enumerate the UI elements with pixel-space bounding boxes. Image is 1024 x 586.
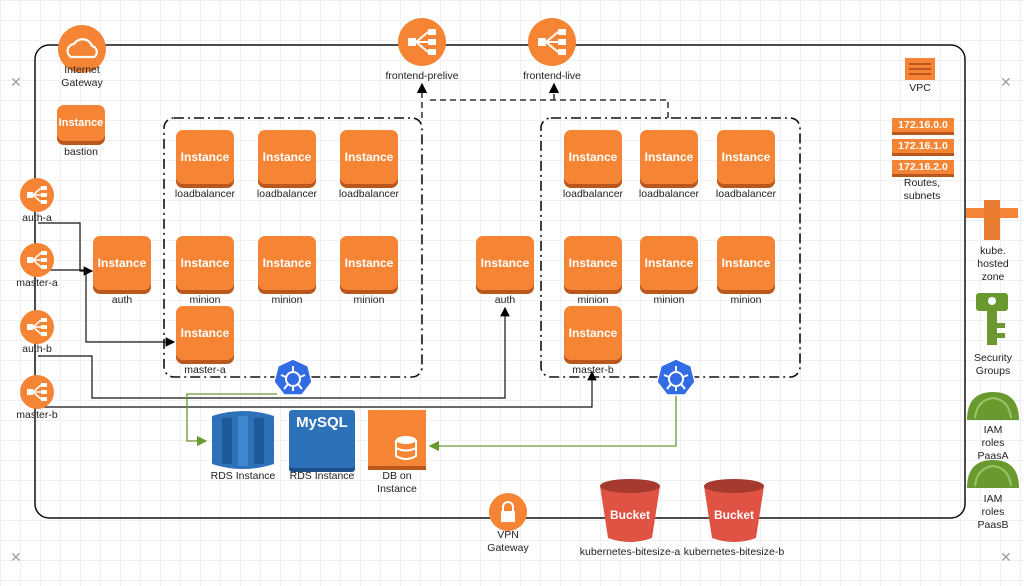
subnet-badge: 172.16.2.0 (892, 160, 954, 174)
cluster-a-loadbalancer-instance[interactable]: Instance (176, 130, 234, 184)
iam-role-helmet-icon (965, 458, 1021, 490)
cluster-b-minion-label: minion (730, 294, 762, 306)
cluster-b-loadbalancer-instance[interactable]: Instance (640, 130, 698, 184)
iam-roles-b-label: IAM roles PaasB (977, 493, 1009, 531)
auth-a-instance-label: auth (111, 294, 133, 306)
bastion-label: bastion (64, 146, 98, 158)
db-on-instance-icon (368, 410, 426, 466)
mysql-text: MySQL (296, 414, 348, 431)
cluster-b-minion-instance[interactable]: Instance (564, 236, 622, 290)
cluster-b-master-label: master-b (572, 364, 614, 376)
close-icon[interactable]: ✕ (1000, 74, 1012, 90)
cluster-a-minion-label: minion (189, 294, 221, 306)
live-link (430, 99, 669, 118)
master-a-elb-icon[interactable] (20, 243, 54, 277)
cluster-a-loadbalancer-instance[interactable]: Instance (258, 130, 316, 184)
bucket-a-label: kubernetes-bitesize-a (579, 546, 681, 558)
kubernetes-icon (273, 358, 313, 398)
master-a-elb-label: master-a (16, 277, 58, 289)
vpn-gateway-label: VPN Gateway (487, 529, 529, 554)
k8s-a-rds-link (186, 393, 277, 447)
cluster-a-minion-label: minion (271, 294, 303, 306)
cluster-a-loadbalancer-label: loadbalancer (338, 188, 400, 200)
cluster-b-loadbalancer-instance[interactable]: Instance (717, 130, 775, 184)
hosted-zone-icon (966, 200, 1018, 240)
close-icon[interactable]: ✕ (10, 549, 22, 565)
cluster-b-master-instance[interactable]: Instance (564, 306, 622, 360)
cluster-a-minion-label: minion (353, 294, 385, 306)
auth-b-elb-label: auth-b (22, 343, 52, 355)
frontend-prelive-label: frontend-prelive (385, 70, 459, 82)
auth-b-link (38, 306, 510, 399)
k8s-b-db-link (428, 394, 677, 452)
master-a-link (38, 269, 176, 347)
mysql-icon: MySQL (289, 410, 355, 468)
cluster-a-loadbalancer-label: loadbalancer (256, 188, 318, 200)
auth-a-label: auth-a (22, 212, 52, 224)
cluster-a-master-instance[interactable]: Instance (176, 306, 234, 360)
auth-b-instance[interactable]: Instance (476, 236, 534, 290)
mysql-rds-label: RDS Instance (289, 470, 355, 482)
rds-instance-label: RDS Instance (210, 470, 276, 482)
cluster-b-minion-label: minion (577, 294, 609, 306)
frontend-live-elb-icon[interactable] (528, 18, 576, 66)
auth-b-elb-icon[interactable] (20, 310, 54, 344)
subnet-badge: 172.16.1.0 (892, 139, 954, 153)
auth-b-instance-label: auth (494, 294, 516, 306)
s3-bucket-icon (702, 478, 766, 544)
cluster-a-minion-instance[interactable]: Instance (258, 236, 316, 290)
vpc-icon (905, 58, 935, 80)
cluster-a-loadbalancer-label: loadbalancer (174, 188, 236, 200)
close-icon[interactable]: ✕ (10, 74, 22, 90)
cluster-b-minion-label: minion (653, 294, 685, 306)
close-icon[interactable]: ✕ (1000, 549, 1012, 565)
frontend-live-label: frontend-live (523, 70, 581, 82)
master-b-elb-icon[interactable] (20, 375, 54, 409)
security-groups-label: Security Groups (974, 352, 1012, 377)
internet-gateway-label: Internet Gateway (61, 64, 103, 89)
cluster-a-loadbalancer-instance[interactable]: Instance (340, 130, 398, 184)
cluster-b-loadbalancer-label: loadbalancer (638, 188, 700, 200)
internet-gateway-icon (58, 25, 106, 73)
cluster-b-minion-instance[interactable]: Instance (717, 236, 775, 290)
routes-subnets-label: Routes, subnets (903, 177, 941, 202)
master-b-link (38, 370, 597, 408)
cluster-b-loadbalancer-label: loadbalancer (715, 188, 777, 200)
cluster-a-master-label: master-a (184, 364, 226, 376)
cluster-b-loadbalancer-label: loadbalancer (562, 188, 624, 200)
iam-role-helmet-icon (965, 390, 1021, 422)
vpn-gateway-lock-icon[interactable] (489, 493, 527, 531)
subnet-badge: 172.16.0.0 (892, 118, 954, 132)
bucket-text: Bucket (713, 508, 755, 522)
bucket-text: Bucket (609, 508, 651, 522)
db-on-instance-label: DB on Instance (377, 470, 417, 495)
vpc-label: VPC (909, 82, 931, 94)
s3-bucket-icon (598, 478, 662, 544)
bastion-instance[interactable]: Instance (57, 105, 105, 141)
kubernetes-icon (656, 358, 696, 398)
hosted-zone-label: kube. hosted zone (977, 245, 1009, 283)
cluster-a-minion-instance[interactable]: Instance (176, 236, 234, 290)
cluster-a-minion-instance[interactable]: Instance (340, 236, 398, 290)
bucket-b-label: kubernetes-bitesize-b (683, 546, 785, 558)
security-groups-key-icon (976, 293, 1008, 345)
cluster-b-loadbalancer-instance[interactable]: Instance (564, 130, 622, 184)
frontend-prelive-elb-icon[interactable] (398, 18, 446, 66)
cluster-b-minion-instance[interactable]: Instance (640, 236, 698, 290)
rds-database-icon (208, 410, 278, 470)
auth-a-elb-icon[interactable] (20, 178, 54, 212)
auth-a-instance[interactable]: Instance (93, 236, 151, 290)
iam-roles-a-label: IAM roles PaasA (977, 424, 1009, 462)
master-b-elb-label: master-b (16, 409, 58, 421)
